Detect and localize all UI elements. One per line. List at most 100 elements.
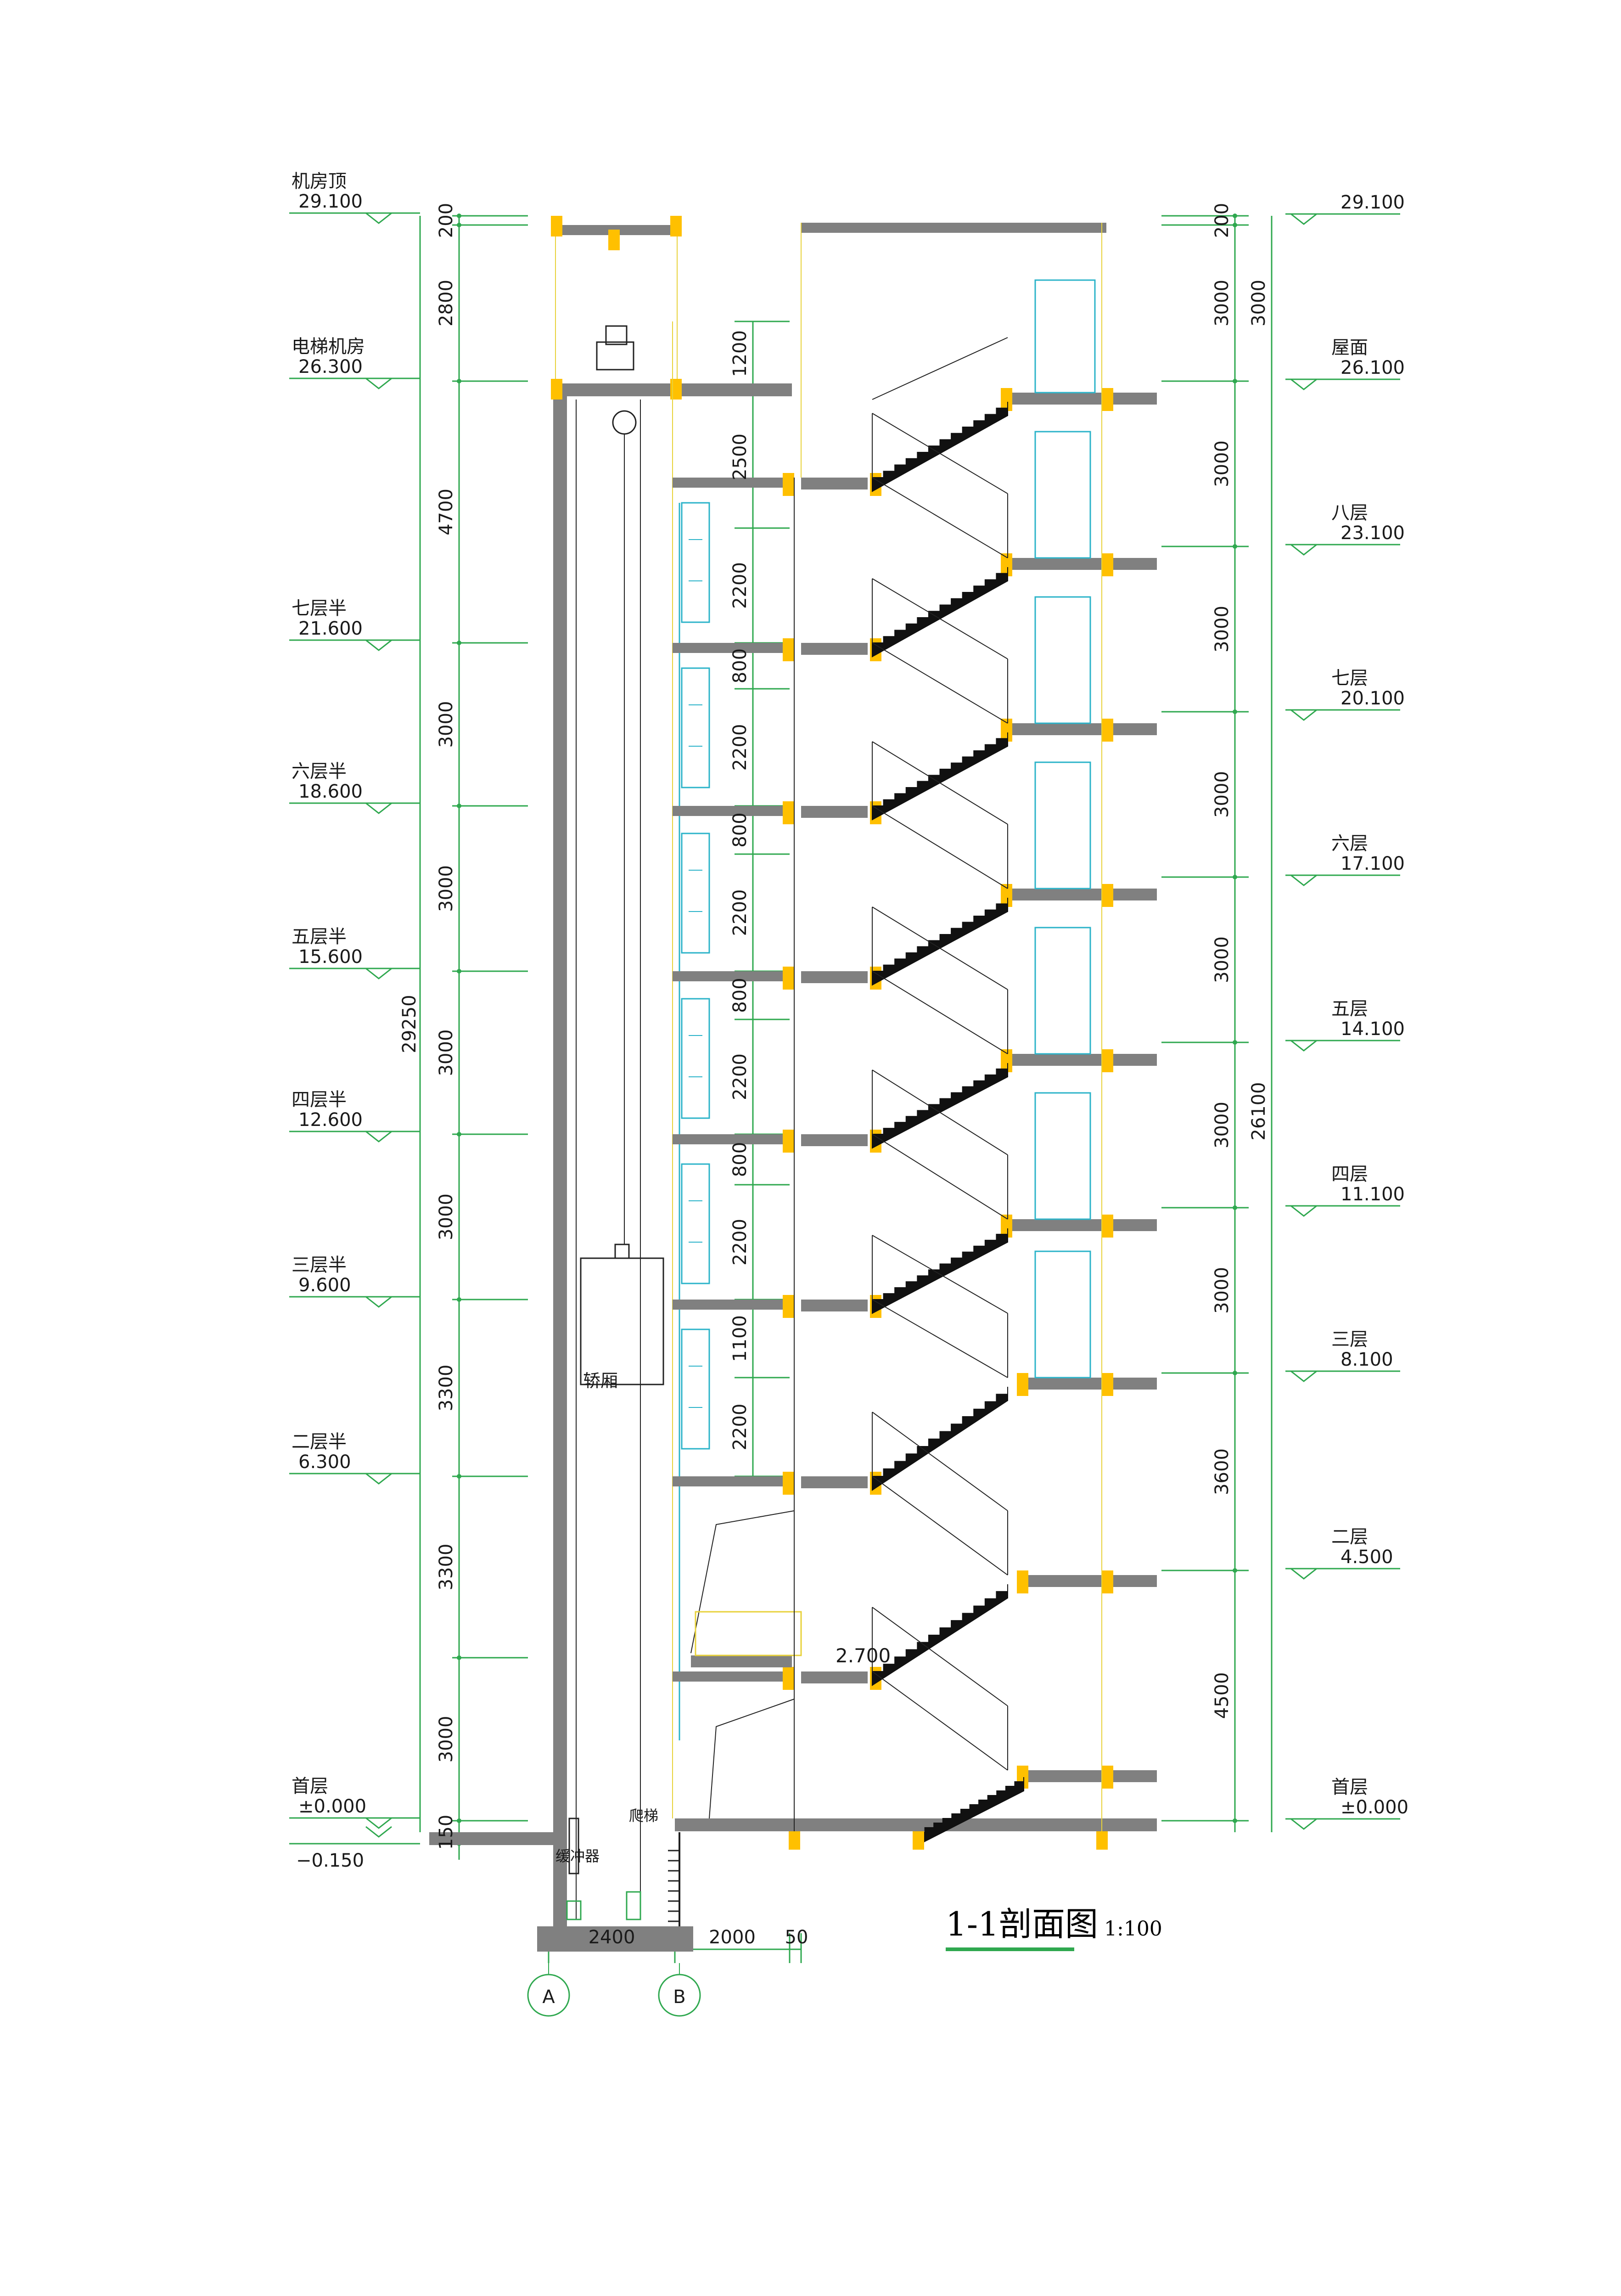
right-dim-value: 200	[1212, 203, 1233, 238]
elevation-marker	[1290, 1370, 1317, 1382]
stair-rail	[872, 413, 1008, 494]
column	[1102, 1215, 1113, 1238]
left-level-value: ±0.000	[298, 1796, 366, 1817]
dim-dot	[1233, 214, 1237, 218]
dim-dot	[457, 641, 461, 645]
car-sling	[614, 1244, 630, 1259]
right-level-name: 六层	[1331, 833, 1368, 854]
elevator-car-label: 轿厢	[583, 1371, 618, 1391]
elevation-marker	[1290, 378, 1317, 390]
stair-flight-solid	[872, 1387, 1008, 1491]
window	[681, 998, 710, 1119]
stair-handrail	[872, 477, 1008, 558]
dim-dot	[457, 804, 461, 808]
elevation-marker	[1290, 1205, 1317, 1217]
landing-level-label: 2.700	[836, 1644, 891, 1667]
column	[670, 379, 682, 400]
window	[681, 1163, 710, 1284]
left-level-name: 电梯机房	[292, 336, 365, 357]
left-level-name: 四层半	[292, 1089, 347, 1110]
window-dim-value: 800	[729, 1142, 751, 1177]
ground-slab-left	[429, 1832, 555, 1845]
elevation-marker	[365, 968, 392, 979]
stair-landing	[801, 1134, 868, 1146]
hoist-machine	[596, 341, 634, 371]
window-dim-value: 800	[729, 978, 751, 1013]
left-level-value: 12.600	[298, 1109, 363, 1131]
column	[608, 230, 620, 250]
elevation-marker	[365, 212, 392, 224]
column	[1102, 884, 1113, 907]
dim-dot	[457, 1297, 461, 1302]
left-level-value: 9.600	[298, 1275, 351, 1296]
structure-linework	[289, 212, 1400, 2017]
right-dim-value: 3600	[1212, 1448, 1233, 1495]
elevation-marker	[1290, 709, 1317, 721]
stair-flight-solid	[872, 732, 1008, 821]
roof-slab	[801, 223, 1106, 233]
right-dim-value: 3000	[1212, 606, 1233, 653]
column	[1102, 388, 1113, 411]
door	[1034, 1250, 1091, 1379]
corridor-slab	[673, 1476, 792, 1486]
column	[783, 1295, 794, 1318]
right-level-value: 11.100	[1341, 1184, 1405, 1205]
stair-flight-solid	[872, 1063, 1008, 1149]
left-dim-value: 3000	[436, 1030, 457, 1076]
corridor-slab	[673, 1671, 792, 1682]
right-dim-value: 3000	[1212, 440, 1233, 487]
axis-bubble	[527, 1974, 570, 2017]
elevation-marker	[1290, 544, 1317, 556]
dim-dot	[1233, 1568, 1237, 1573]
stair-landing	[801, 971, 868, 983]
stair-handrail	[872, 1134, 1008, 1220]
buffer	[566, 1900, 582, 1920]
right-level-value: 29.100	[1341, 192, 1405, 213]
dim-dot	[457, 1818, 461, 1823]
stair-flight-solid	[915, 1777, 1024, 1847]
left-level-value: 26.300	[298, 356, 363, 377]
left-dim-value: 2800	[436, 280, 457, 326]
left-dim-value: 4700	[436, 489, 457, 535]
floor-slab	[1008, 393, 1157, 405]
stair-landing	[801, 478, 868, 490]
column	[783, 1130, 794, 1153]
shaft-wall-left	[553, 383, 567, 1926]
right-level-name: 四层	[1331, 1164, 1368, 1185]
ladder-label: 爬梯	[629, 1807, 658, 1824]
left-dim-value: 3000	[436, 865, 457, 912]
window	[681, 667, 710, 788]
left-level-name: 六层半	[292, 761, 347, 782]
pit-slab	[537, 1926, 693, 1952]
stair-flight-solid	[872, 1584, 1008, 1686]
column	[783, 1667, 794, 1690]
right-level-value: 4.500	[1341, 1547, 1393, 1568]
right-level-name: 八层	[1331, 502, 1368, 523]
stair-landing	[801, 1300, 868, 1311]
corridor-slab	[673, 478, 792, 488]
elevation-marker	[365, 639, 392, 651]
column	[1102, 1373, 1113, 1396]
corridor-slab	[673, 643, 792, 653]
stair-landing	[801, 1671, 868, 1683]
elevation-marker	[365, 1296, 392, 1308]
right-level-name: 二层	[1331, 1526, 1368, 1548]
hoist-motor	[605, 325, 628, 345]
window-dim-value: 2200	[729, 1219, 751, 1266]
bottom-dim-value: 2000	[709, 1927, 756, 1948]
left-level-value: 15.600	[298, 946, 363, 968]
floor-slab	[1008, 1054, 1157, 1066]
left-level-value: 21.600	[298, 618, 363, 639]
door	[1034, 431, 1091, 559]
dim-dot	[1233, 1371, 1237, 1375]
dim-dot	[457, 379, 461, 383]
column	[783, 967, 794, 990]
window-dim-value: 1100	[729, 1315, 751, 1362]
dim-dot	[457, 214, 461, 218]
window	[681, 502, 710, 623]
floor-slab	[1024, 1378, 1157, 1390]
right-total-dim: 26100	[1248, 1082, 1269, 1140]
corridor-slab	[673, 1134, 792, 1144]
stair-flight-solid	[872, 402, 1008, 492]
stair-rail	[872, 337, 1008, 400]
